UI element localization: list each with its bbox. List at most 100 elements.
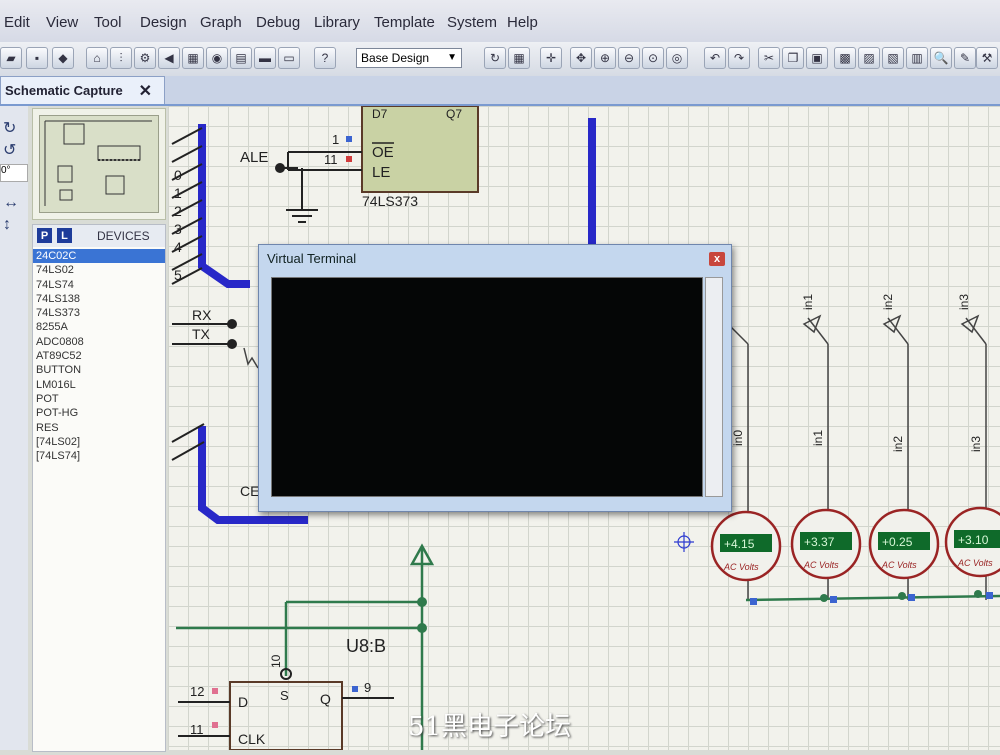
paste-icon[interactable]: ▣ <box>806 47 828 69</box>
overview-window[interactable] <box>32 108 166 220</box>
list-item[interactable]: [74LS74] <box>36 450 81 463</box>
voltmeter-unit: AC Volts <box>957 558 993 568</box>
tab-schematic-capture[interactable]: Schematic Capture ✕ <box>0 76 165 104</box>
schematic-canvas[interactable]: 0 1 2 3 4 5 D7 Q7 OE LE 74LS373 1 11 ALE… <box>168 105 1000 751</box>
voltmeter[interactable]: +3.10 AC Volts <box>944 506 1000 578</box>
menu-template[interactable]: Template <box>374 14 435 31</box>
block-move-icon[interactable]: ▨ <box>858 47 880 69</box>
design-selector[interactable]: Base Design ▼ <box>356 48 462 68</box>
block-delete-icon[interactable]: ▥ <box>906 47 928 69</box>
cut-icon[interactable]: ✂ <box>758 47 780 69</box>
design-explorer-icon[interactable]: ▬ <box>254 47 276 69</box>
block-rotate-icon[interactable]: ▧ <box>882 47 904 69</box>
decompose-icon[interactable]: ⚒ <box>976 47 998 69</box>
voltmeter-reading: +3.37 <box>804 535 835 549</box>
terminal-scrollbar[interactable] <box>705 277 723 497</box>
chevron-down-icon: ▼ <box>447 52 457 63</box>
menu-graph[interactable]: Graph <box>200 14 242 31</box>
bom-icon[interactable]: ◀ <box>158 47 180 69</box>
list-item[interactable]: 74LS373 <box>36 307 81 320</box>
save-icon[interactable]: ▪ <box>26 47 48 69</box>
close-icon[interactable]: ✕ <box>138 83 152 100</box>
terminal-output[interactable] <box>271 277 703 497</box>
ff-pin-clk: CLK <box>238 731 266 747</box>
ff-pin-q: Q <box>320 691 331 707</box>
voltmeter-unit: AC Volts <box>803 560 839 570</box>
help-icon[interactable]: ? <box>314 47 336 69</box>
pan-icon[interactable]: ✥ <box>570 47 592 69</box>
bus-number: 4 <box>174 239 182 255</box>
pick-devices-button[interactable]: P <box>37 228 52 243</box>
pin-le-label: LE <box>372 164 390 181</box>
mirror-x-icon[interactable]: ↔ <box>3 194 19 211</box>
grid-icon[interactable]: ▦ <box>508 47 530 69</box>
zoom-out-icon[interactable]: ⊖ <box>618 47 640 69</box>
mirror-y-icon[interactable]: ↕ <box>3 216 11 233</box>
pcb-icon[interactable]: ▦ <box>182 47 204 69</box>
probe-terminal <box>882 314 902 334</box>
tab-label: Schematic Capture <box>5 83 123 98</box>
zoom-area-icon[interactable]: ◎ <box>666 47 688 69</box>
library-manager-button[interactable]: L <box>57 228 72 243</box>
voltmeter[interactable]: +0.25 AC Volts <box>868 508 940 580</box>
net-ale: ALE <box>240 149 268 166</box>
menu-help[interactable]: Help <box>507 14 538 31</box>
flipflop-label: U8:B <box>346 636 386 656</box>
list-item[interactable]: POT-HG <box>36 407 79 420</box>
zoom-in-icon[interactable]: ⊕ <box>594 47 616 69</box>
notes-icon[interactable]: ▭ <box>278 47 300 69</box>
probe-terminal <box>802 314 822 334</box>
3d-icon[interactable]: ◉ <box>206 47 228 69</box>
pick-device-icon[interactable]: 🔍 <box>930 47 952 69</box>
menu-tool[interactable]: Tool <box>94 14 122 31</box>
list-item[interactable]: AT89C52 <box>36 350 82 363</box>
menu-debug[interactable]: Debug <box>256 14 301 31</box>
menu-edit[interactable]: Edit <box>4 14 30 31</box>
refresh-icon[interactable]: ↻ <box>484 47 506 69</box>
list-item[interactable]: LM016L <box>36 378 76 391</box>
bus-number: 0 <box>174 167 182 183</box>
copy-icon[interactable]: ❐ <box>782 47 804 69</box>
probe-label: in1 <box>801 294 815 310</box>
list-item[interactable]: BUTTON <box>36 364 82 377</box>
list-item[interactable]: 74LS74 <box>36 278 74 291</box>
list-item[interactable]: 24C02C <box>33 249 165 264</box>
list-item[interactable]: 74LS02 <box>36 264 74 277</box>
list-item[interactable]: [74LS02] <box>36 435 81 448</box>
close-icon[interactable]: x <box>709 252 725 266</box>
list-item[interactable]: 8255A <box>36 321 68 334</box>
virtual-terminal-window[interactable]: Virtual Terminal x <box>258 244 732 512</box>
menu-system[interactable]: System <box>447 14 498 31</box>
bus-number: 5 <box>174 267 182 283</box>
block-copy-icon[interactable]: ▩ <box>834 47 856 69</box>
zoom-all-icon[interactable]: ⊙ <box>642 47 664 69</box>
origin-icon[interactable]: ✛ <box>540 47 562 69</box>
rotate-ccw-icon[interactable]: ↺ <box>3 142 17 159</box>
gerber-icon[interactable]: ▤ <box>230 47 252 69</box>
pin-number: 10 <box>269 654 283 668</box>
undo-icon[interactable]: ↶ <box>704 47 726 69</box>
voltmeter[interactable]: +3.37 AC Volts <box>790 508 862 580</box>
bus-number: 3 <box>174 221 182 237</box>
forum-watermark: 51黑电子论坛 <box>408 712 572 742</box>
list-item[interactable]: POT <box>36 392 59 405</box>
voltmeter[interactable]: +4.15 AC Volts <box>710 510 782 582</box>
pin-d7-label: D7 <box>372 107 388 121</box>
open-folder-icon[interactable]: ▰ <box>0 47 22 69</box>
ic-74ls373[interactable] <box>361 105 479 193</box>
schematic-icon[interactable]: ⫶ <box>110 47 132 69</box>
make-device-icon[interactable]: ✎ <box>954 47 976 69</box>
voltmeter-reading: +0.25 <box>882 535 913 549</box>
rotate-cw-icon[interactable]: ↻ <box>3 120 17 137</box>
home-icon[interactable]: ⌂ <box>86 47 108 69</box>
redo-icon[interactable]: ↷ <box>728 47 750 69</box>
gear-icon[interactable]: ⚙ <box>134 47 156 69</box>
import-icon[interactable]: ◆ <box>52 47 74 69</box>
list-item[interactable]: 74LS138 <box>36 292 81 305</box>
list-item[interactable]: RES <box>36 421 59 434</box>
rotation-field[interactable]: 0° <box>0 164 28 182</box>
menu-view[interactable]: View <box>46 14 79 31</box>
list-item[interactable]: ADC0808 <box>36 335 84 348</box>
menu-library[interactable]: Library <box>314 14 360 31</box>
menu-design[interactable]: Design <box>140 14 187 31</box>
